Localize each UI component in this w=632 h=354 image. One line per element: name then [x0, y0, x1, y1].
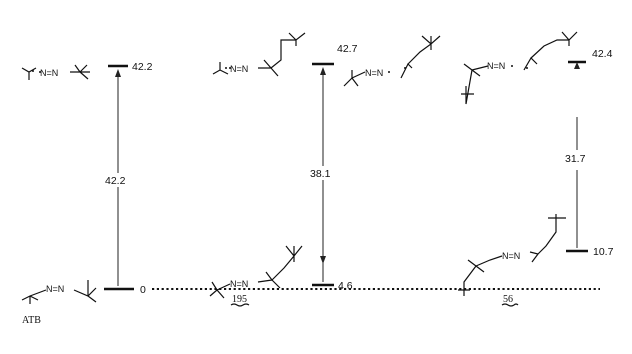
svg-text:N=N: N=N: [230, 279, 248, 289]
level-upper-atb-value: 42.2: [132, 61, 153, 73]
column-195: N=N 42.7 N=N 38.1 4.6 N=N 195: [209, 32, 441, 307]
underline-195: [230, 303, 250, 307]
azoalkane-structure-56: N=N: [458, 214, 566, 296]
ground-value: 0: [140, 284, 146, 296]
arrow-label-bg-195: [309, 166, 339, 180]
underline-56: [501, 303, 519, 307]
svg-text:N=N: N=N: [487, 61, 505, 71]
radical-pair-structure-195-right: N=N: [343, 35, 441, 87]
arrow-head-atb: [115, 69, 121, 77]
column-56: N=N 42.4 31.7 10.7 N=N 56: [458, 31, 614, 307]
svg-text:N=N: N=N: [46, 284, 64, 294]
compound-label-56: 56: [503, 294, 513, 305]
level-lower-195-value: 4.6: [338, 280, 353, 292]
compound-label-195: 195: [232, 294, 247, 305]
svg-text:N=N: N=N: [365, 68, 383, 78]
arrow-head-195-down: [320, 256, 326, 264]
svg-text:N=N: N=N: [230, 64, 248, 74]
level-upper-56-value: 42.4: [592, 48, 613, 60]
level-lower-56-value: 10.7: [593, 246, 614, 258]
radical-pair-structure-atb: N=N: [21, 64, 90, 80]
level-upper-195-value: 42.7: [337, 43, 358, 55]
azoalkane-structure-atb: N=N: [21, 280, 97, 304]
column-atb: N=N 42.2 42.2 0 N=N ATB: [21, 61, 153, 326]
compound-label-atb: ATB: [22, 315, 41, 326]
radical-pair-structure-195-left: N=N: [212, 32, 306, 77]
arrow-value-195: 38.1: [310, 168, 331, 180]
svg-text:N=N: N=N: [502, 251, 520, 261]
arrow-value-atb: 42.2: [105, 175, 126, 187]
arrow-head-195-up: [320, 67, 326, 75]
radical-pair-structure-56: N=N: [461, 31, 578, 105]
arrow-label-bg-atb: [104, 173, 134, 187]
azo-n-n-label: N=N: [40, 68, 58, 78]
arrow-head-56-up: [574, 62, 580, 69]
arrow-value-56: 31.7: [565, 153, 586, 165]
azoalkane-structure-195: N=N: [209, 245, 303, 299]
